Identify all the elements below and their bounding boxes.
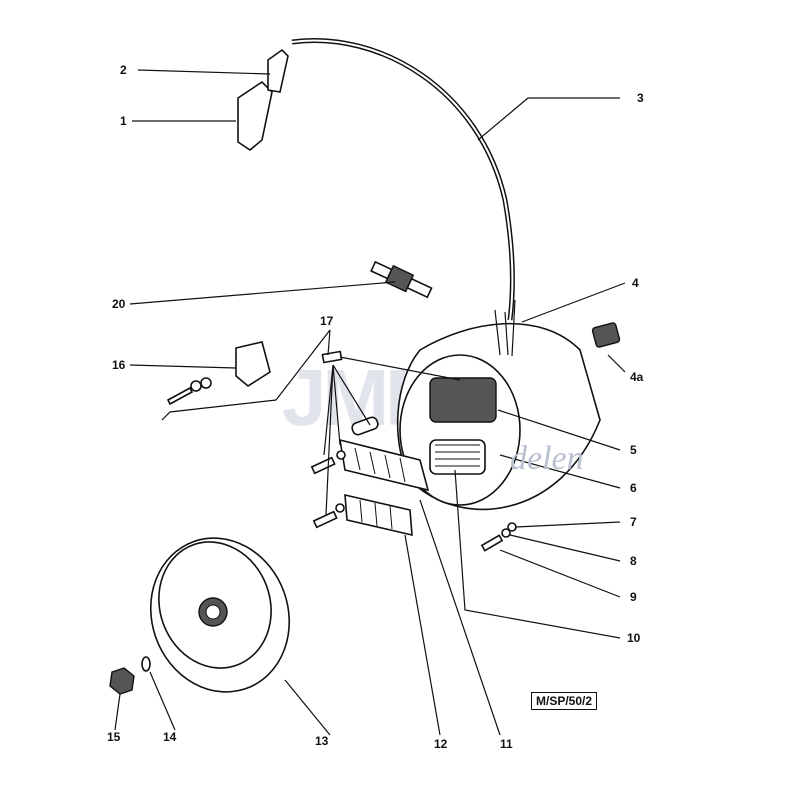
watermark-subtitle: delen bbox=[510, 440, 584, 477]
flywheel-nut bbox=[109, 667, 135, 695]
spark-plug-cap bbox=[237, 48, 289, 151]
callout-12: 12 bbox=[434, 737, 448, 751]
lighting-coil-12 bbox=[344, 493, 413, 537]
terminal-block bbox=[591, 322, 621, 348]
callout-15: 15 bbox=[107, 730, 121, 744]
callout-16: 16 bbox=[112, 358, 126, 372]
callout-4: 4 bbox=[632, 276, 639, 290]
contact-breaker bbox=[166, 341, 271, 406]
woodruff-key bbox=[321, 350, 343, 364]
callout-6: 6 bbox=[630, 481, 637, 495]
callout-2: 2 bbox=[120, 63, 127, 77]
callout-13: 13 bbox=[315, 734, 329, 748]
callout-20: 20 bbox=[112, 297, 126, 311]
spark-plug bbox=[370, 260, 433, 299]
callout-1: 1 bbox=[120, 114, 127, 128]
flywheel bbox=[149, 537, 291, 693]
stator-plate bbox=[396, 299, 601, 511]
callout-7: 7 bbox=[630, 515, 637, 529]
callout-9: 9 bbox=[630, 590, 637, 604]
callout-8: 8 bbox=[630, 554, 637, 568]
spring-washer bbox=[141, 656, 151, 672]
reference-code: M/SP/50/2 bbox=[531, 692, 598, 710]
callout-14: 14 bbox=[163, 730, 177, 744]
callout-3: 3 bbox=[637, 91, 644, 105]
callout-11: 11 bbox=[500, 737, 513, 751]
callout-4a: 4a bbox=[630, 370, 644, 384]
lighting-coil-11 bbox=[339, 416, 430, 492]
callout-5: 5 bbox=[630, 443, 637, 457]
callout-17: 17 bbox=[320, 314, 334, 328]
leader-lines bbox=[114, 69, 626, 736]
callout-10: 10 bbox=[627, 631, 641, 645]
